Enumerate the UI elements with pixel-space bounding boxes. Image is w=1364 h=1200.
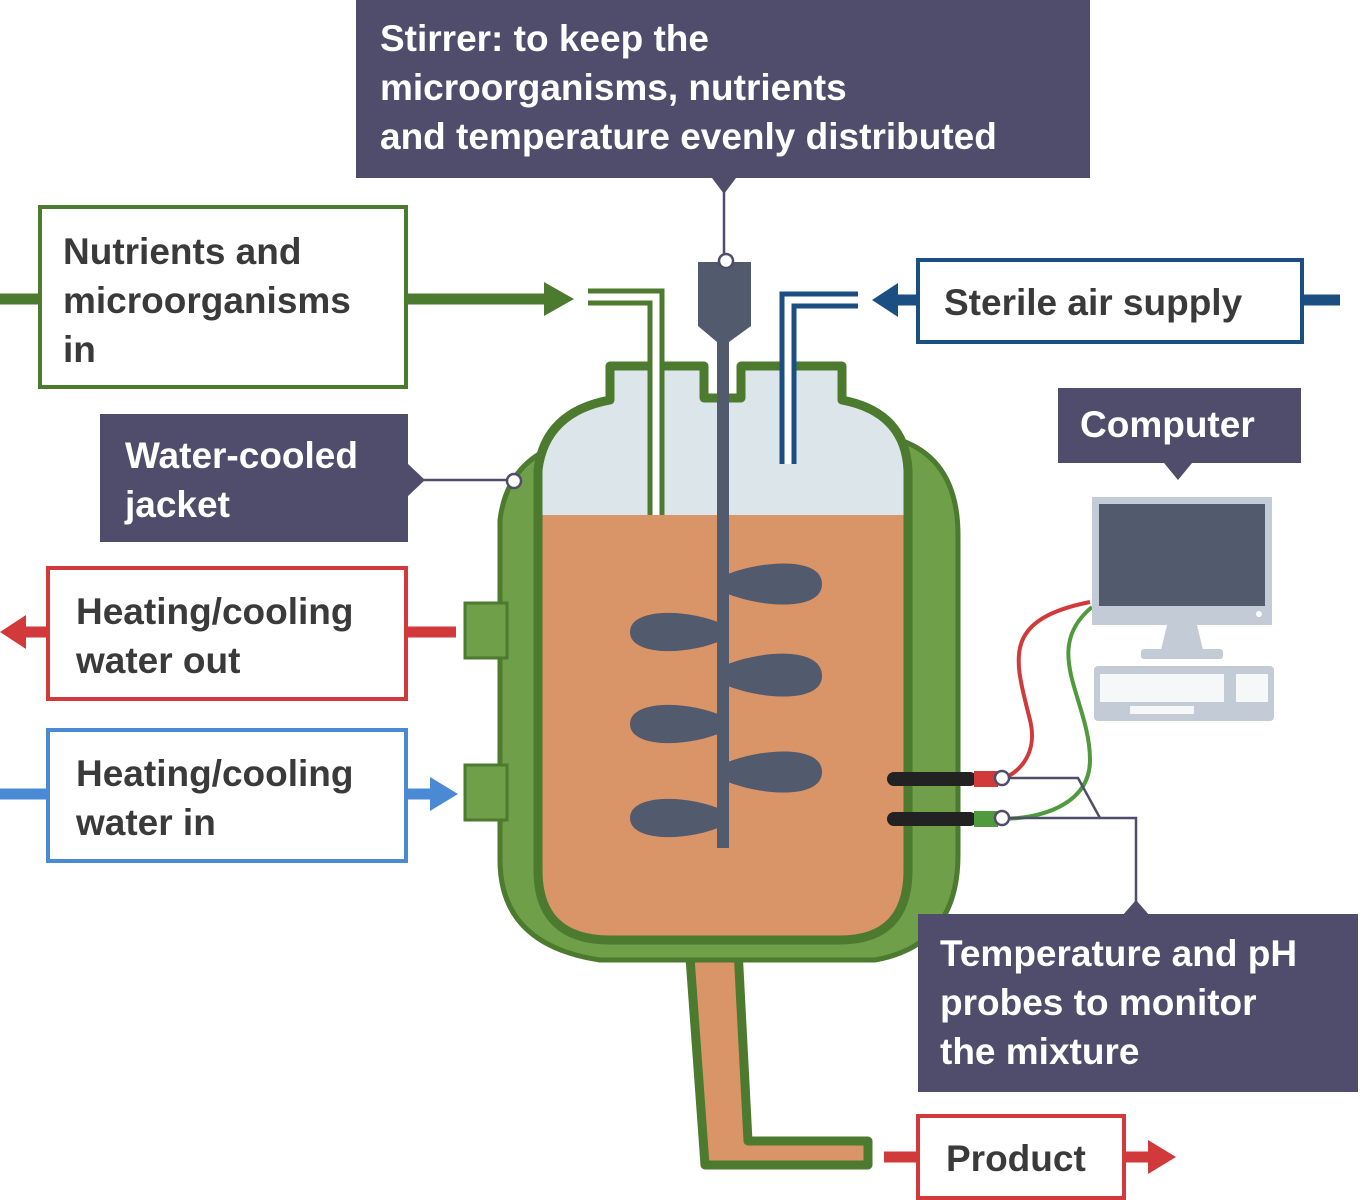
- nutrients-in-arrow: [0, 282, 574, 316]
- paddle: [723, 751, 822, 793]
- ph-probe: [887, 812, 977, 826]
- computer-icon: [1092, 497, 1274, 721]
- connector-dot: [505, 472, 523, 490]
- sterile-air-label: Sterile air supply: [916, 258, 1304, 344]
- temperature-probe: [887, 772, 977, 786]
- computer-label: Computer: [1058, 388, 1301, 463]
- stirrer-paddles: [630, 563, 822, 838]
- water-out-arrow: [0, 615, 456, 649]
- water-out-label: Heating/cooling water out: [46, 566, 408, 701]
- stirrer-label: Stirrer: to keep the microorganisms, nut…: [356, 0, 1090, 178]
- water-in-arrow: [0, 777, 458, 811]
- water-out-port: [463, 601, 509, 660]
- paddle: [723, 653, 822, 697]
- pointer: [1122, 900, 1150, 916]
- vessel-wall: [533, 361, 913, 945]
- water-in-port: [463, 763, 509, 822]
- probes: [887, 600, 1094, 827]
- connector-dot: [993, 809, 1011, 827]
- paddle: [723, 563, 822, 605]
- product-label: Product: [916, 1114, 1126, 1200]
- paddle: [630, 704, 723, 744]
- stirrer-motor: [698, 262, 751, 342]
- outlet-pipe: [683, 925, 873, 1170]
- water-in-label: Heating/cooling water in: [46, 728, 408, 863]
- paddle: [630, 612, 723, 652]
- product-arrow: [884, 1140, 1176, 1174]
- pointer: [407, 463, 425, 497]
- paddle: [630, 798, 723, 838]
- water-jacket-label: Water-cooled jacket: [100, 414, 408, 542]
- sterile-air-arrow: [872, 283, 1340, 317]
- connector-dot: [717, 252, 735, 270]
- nutrients-in-label: Nutrients and microorganisms in: [38, 205, 408, 389]
- pointer: [712, 178, 736, 194]
- connector-dot: [993, 769, 1011, 787]
- probes-label: Temperature and pH probes to monitor the…: [918, 914, 1358, 1092]
- connector-lines: [420, 178, 1138, 915]
- pointer: [1164, 463, 1192, 480]
